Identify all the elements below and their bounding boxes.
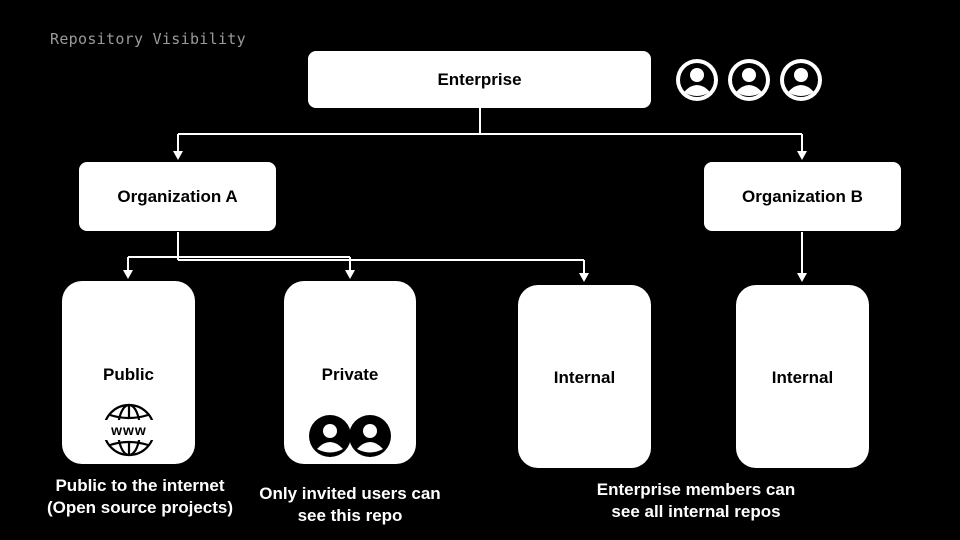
private-note-line-1: Only invited users can	[259, 484, 441, 503]
private-note-line-2: see this repo	[297, 506, 403, 525]
public-note-line-2: (Open source projects)	[46, 498, 234, 517]
globe-www-icon: www	[102, 403, 156, 457]
diagram-caption: Repository Visibility	[50, 30, 246, 48]
enterprise-box: Enterprise	[308, 51, 651, 108]
public-note-line-1: Public to the internet	[55, 476, 225, 495]
internal-note-line-2: see all internal repos	[611, 502, 781, 521]
public-repo-box: Public www	[62, 281, 195, 464]
organization-a-box: Organization A	[79, 162, 276, 231]
user-circle-icon	[676, 59, 718, 101]
internal-repo-a-label: Internal	[553, 368, 616, 387]
internal-repo-b-box: Internal	[736, 285, 869, 468]
two-users-icon	[309, 415, 391, 457]
enterprise-label: Enterprise	[437, 69, 522, 89]
internal-note-line-1: Enterprise members can	[596, 480, 796, 499]
organization-b-box: Organization B	[704, 162, 901, 231]
user-circle-icon	[780, 59, 822, 101]
internal-repo-a-box: Internal	[518, 285, 651, 468]
organization-b-label: Organization B	[742, 186, 863, 206]
internal-repo-b-label: Internal	[771, 368, 834, 387]
private-note: Only invited users can see this repo	[240, 483, 460, 527]
public-repo-label: Public	[102, 365, 154, 384]
organization-a-label: Organization A	[117, 186, 238, 206]
private-repo-box: Private	[284, 281, 416, 464]
public-note: Public to the internet (Open source proj…	[30, 475, 250, 519]
internal-note: Enterprise members can see all internal …	[576, 479, 816, 523]
globe-www-text: www	[110, 422, 147, 438]
private-repo-label: Private	[321, 365, 379, 384]
user-circle-icon	[728, 59, 770, 101]
